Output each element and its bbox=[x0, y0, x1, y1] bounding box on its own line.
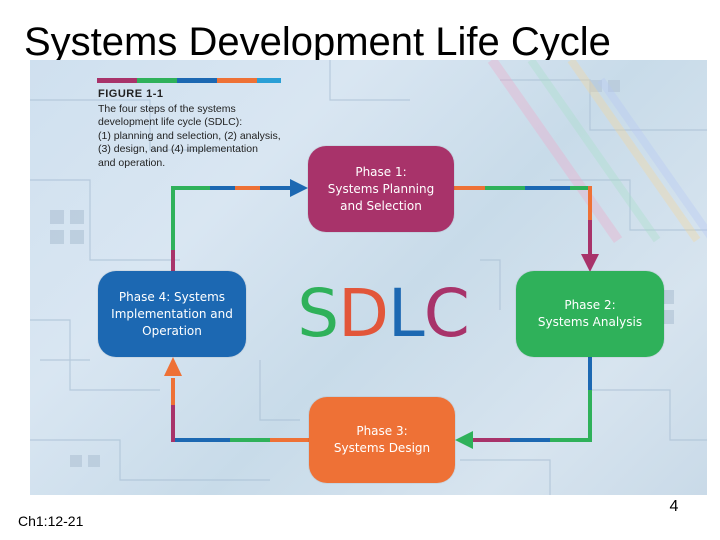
arrow-left-icon bbox=[455, 431, 473, 449]
arrow-up-icon bbox=[164, 357, 182, 376]
footer-reference: Ch1:12-21 bbox=[18, 513, 84, 529]
phase-3-line: Phase 3: bbox=[356, 424, 408, 438]
phase-4-line: Implementation and bbox=[111, 306, 233, 321]
phase-1-line: Systems Planning bbox=[327, 181, 435, 196]
phase-3-box: Phase 3: Systems Design bbox=[309, 397, 455, 483]
slide-title: Systems Development Life Cycle bbox=[24, 20, 611, 64]
figure-caption: FIGURE 1-1 The four steps of the systems… bbox=[98, 88, 308, 170]
sdlc-letter-d: D bbox=[338, 275, 389, 352]
light-streaks bbox=[487, 60, 707, 263]
cycle-arrowheads bbox=[164, 179, 599, 449]
phase-2-line: Systems Analysis bbox=[537, 315, 643, 329]
arrow-down-icon bbox=[581, 254, 599, 272]
caption-color-bar bbox=[97, 78, 281, 83]
phase-1-line: and Selection bbox=[340, 198, 422, 213]
phase-2-box: Phase 2: Systems Analysis bbox=[516, 271, 664, 357]
phase-1-line: Phase 1: bbox=[355, 164, 407, 179]
phase-4-line: Operation bbox=[142, 323, 202, 338]
phase-4-line: Phase 4: Systems bbox=[118, 289, 226, 304]
phase-3-line: Systems Design bbox=[333, 441, 431, 455]
figure-label: FIGURE 1-1 bbox=[98, 88, 164, 100]
caption-line: (3) design, and (4) implementation bbox=[98, 143, 258, 155]
sdlc-figure: FIGURE 1-1 The four steps of the systems… bbox=[30, 60, 707, 495]
slide-number: 4 bbox=[669, 498, 679, 515]
phase-4-box: Phase 4: Systems Implementation and Oper… bbox=[98, 271, 246, 357]
arrow-right-icon bbox=[290, 179, 308, 197]
caption-line: and operation. bbox=[98, 156, 166, 169]
sdlc-letter-c: C bbox=[423, 275, 470, 352]
sdlc-center-label: S D L C bbox=[296, 274, 470, 354]
phase-1-box: Phase 1: Systems Planning and Selection bbox=[308, 146, 454, 232]
caption-line: development life cycle (SDLC): bbox=[98, 116, 243, 128]
phase-2-line: Phase 2: bbox=[564, 298, 616, 312]
sdlc-letter-l: L bbox=[387, 275, 425, 352]
sdlc-letter-s: S bbox=[297, 275, 339, 352]
caption-line: The four steps of the systems bbox=[98, 102, 236, 115]
cycle-connector bbox=[171, 186, 592, 442]
circuit-texture bbox=[30, 60, 707, 495]
caption-line: (1) planning and selection, (2) analysis… bbox=[98, 129, 281, 142]
